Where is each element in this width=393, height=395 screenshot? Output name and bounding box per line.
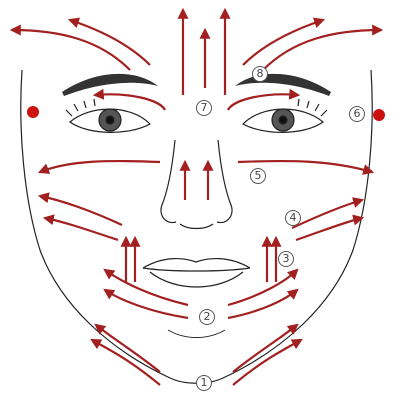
step-7-label: 7 (196, 100, 212, 116)
step-4-label: 4 (285, 210, 301, 226)
step-3-label: 3 (278, 251, 294, 267)
arrow-6-left (95, 94, 165, 110)
arrow-8-right-a (263, 30, 381, 70)
right-eyebrow (235, 74, 331, 96)
step-6-label: 6 (349, 106, 365, 122)
step-2-label: 2 (199, 309, 215, 325)
step-8-label: 8 (252, 66, 268, 82)
right-temple-point (373, 109, 385, 121)
arrow-2-right-a (228, 290, 297, 318)
arrow-5-left-a (40, 161, 160, 172)
arrow-2-left-a (105, 290, 188, 318)
step-1-label: 1 (196, 375, 212, 391)
arrow-4-left-b (45, 218, 118, 240)
nose (161, 140, 232, 229)
left-temple-point (27, 106, 39, 118)
arrow-8-left-a (12, 30, 130, 70)
left-eyebrow (62, 74, 158, 96)
arrow-8-left-b (70, 20, 150, 65)
massage-arrows (12, 10, 381, 385)
arrow-2-left-b (105, 270, 188, 305)
arrow-6-right (228, 94, 298, 110)
chin-line (168, 330, 225, 338)
step-5-label: 5 (250, 168, 266, 184)
arrow-8-right-b (243, 20, 323, 65)
arrow-4-right-a (292, 200, 362, 228)
mouth (143, 259, 250, 287)
eyebrows (62, 74, 331, 96)
